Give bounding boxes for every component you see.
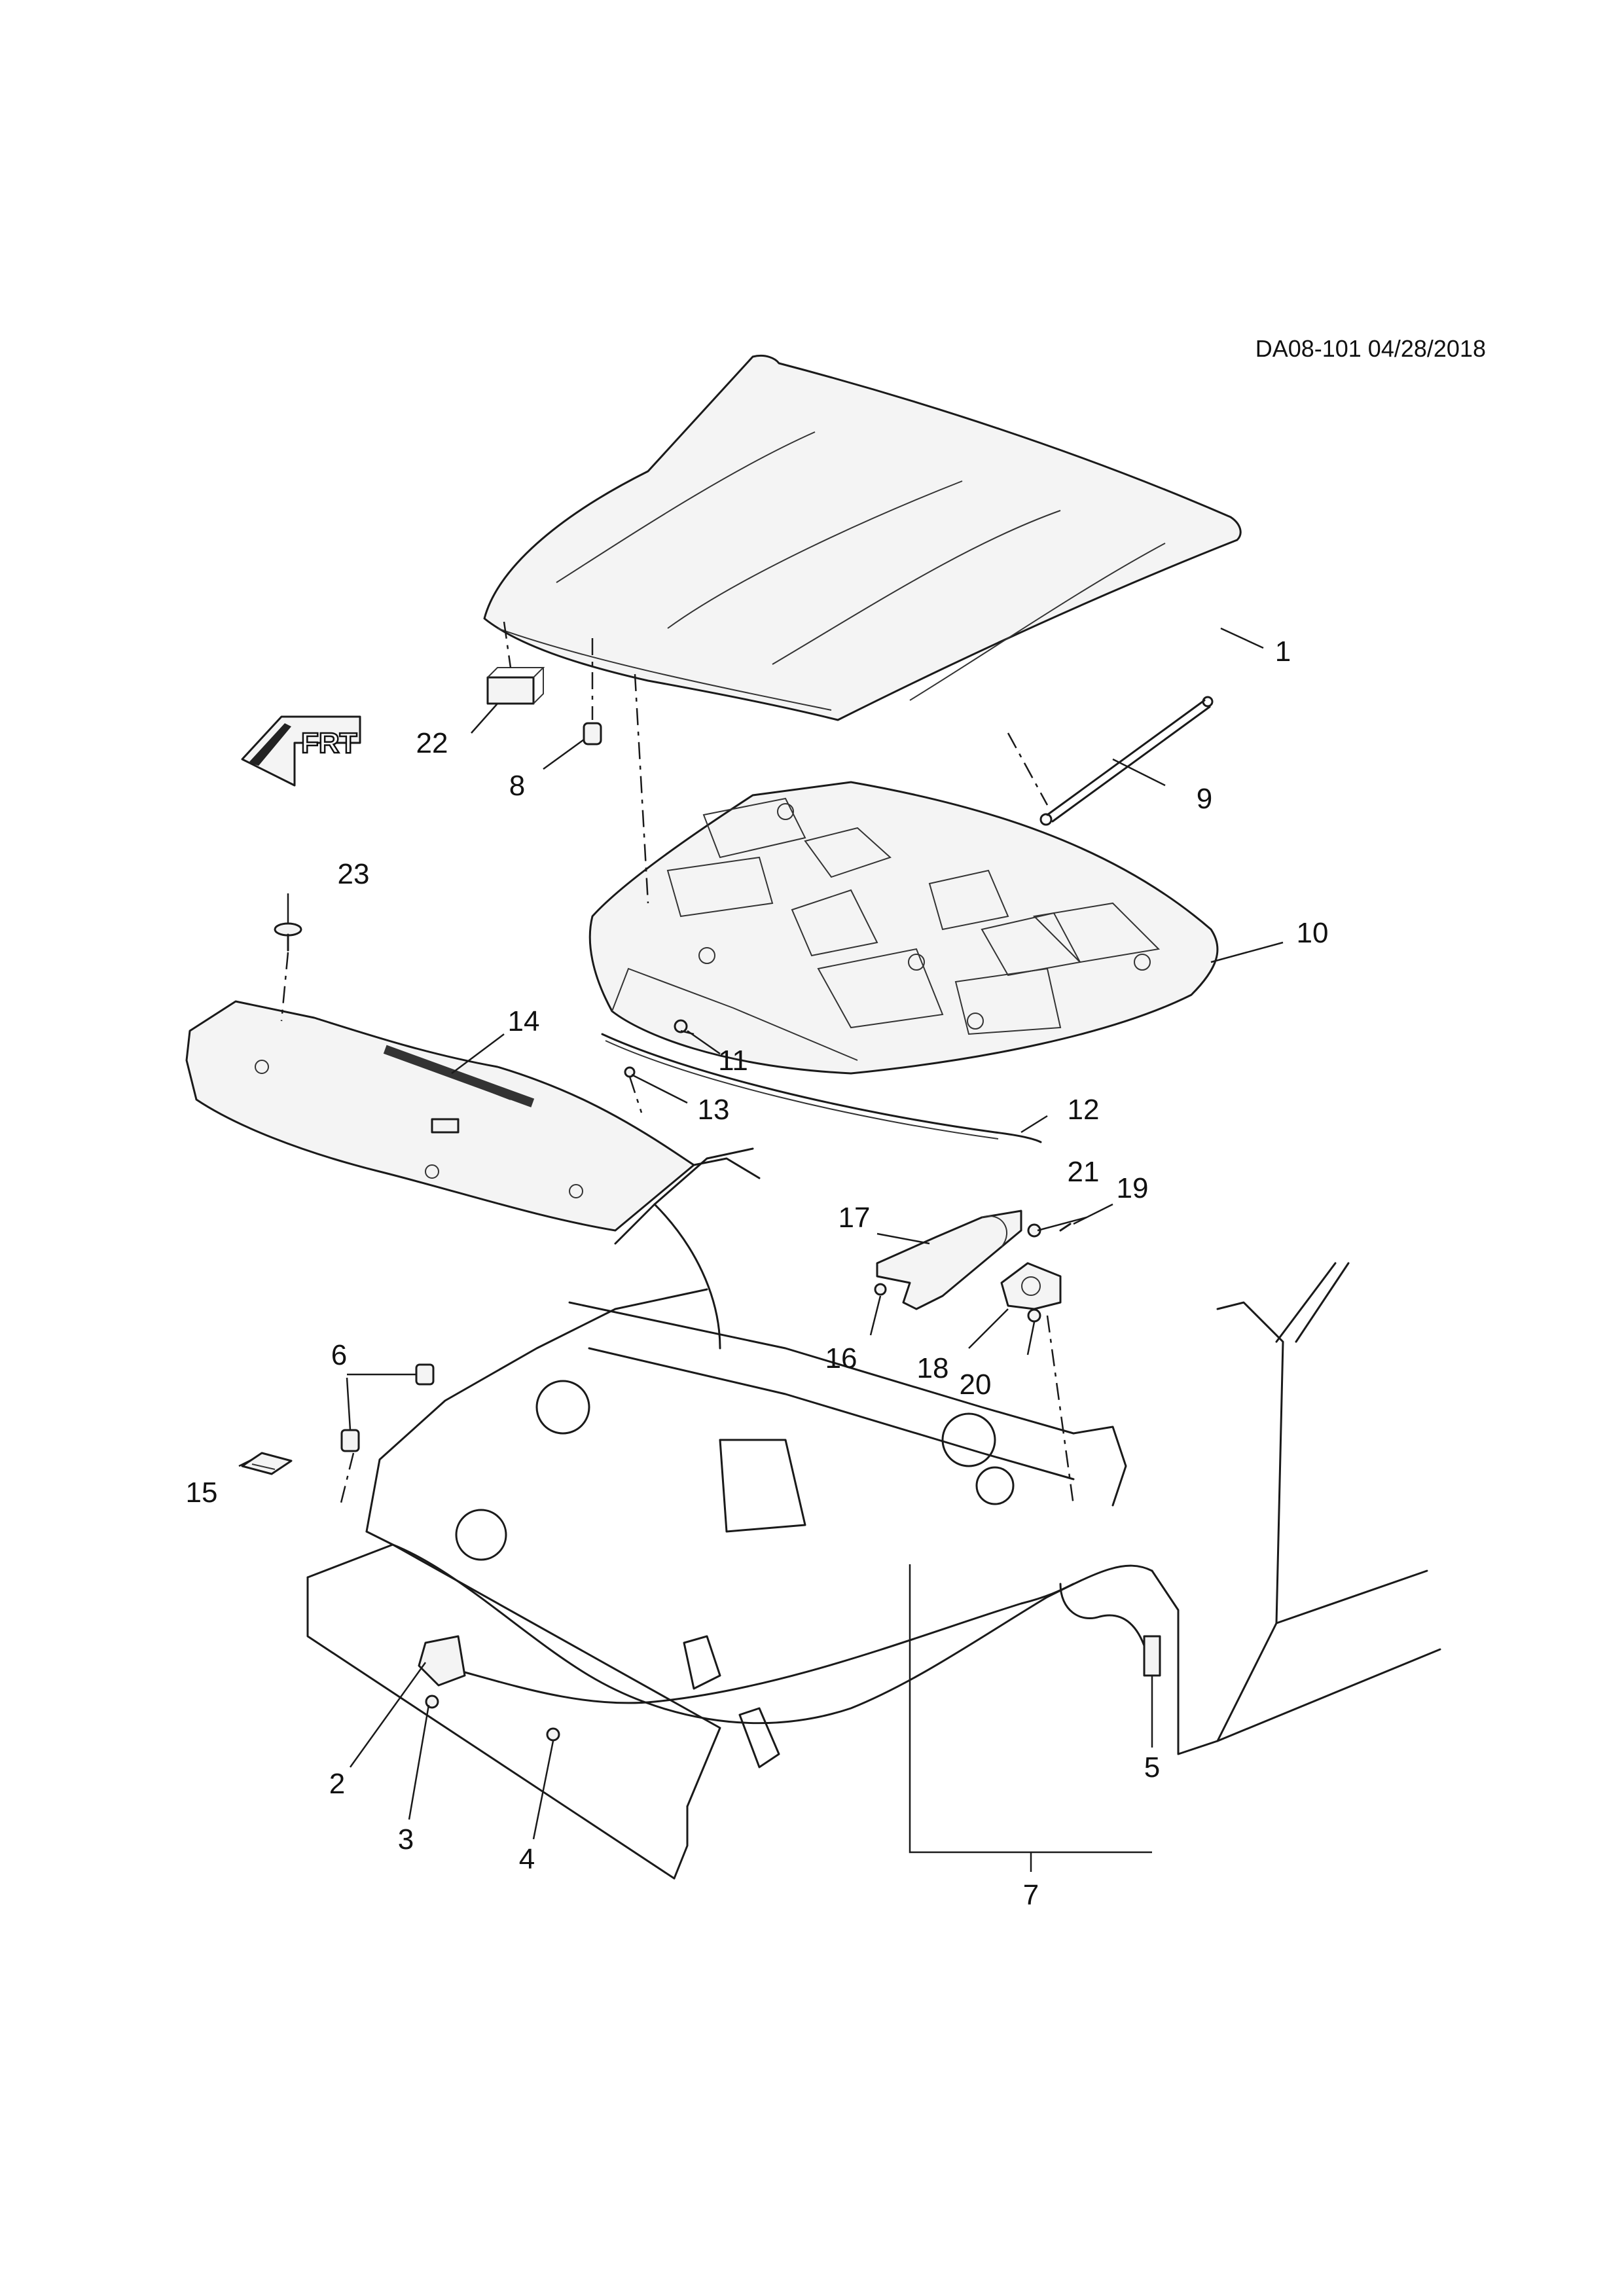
hood-panel [483,354,1242,721]
callout-21: 21 [1068,1156,1100,1188]
callout-13: 13 [698,1094,730,1126]
callout-20: 20 [960,1369,992,1401]
hood-strut [1039,696,1214,826]
callout-9: 9 [1197,783,1212,815]
hood-bumper [583,722,602,745]
callout-7: 7 [1023,1879,1039,1911]
front-direction-arrow: FRT [241,715,361,787]
hood-bumper-pad [486,667,545,705]
callout-17: 17 [839,1202,871,1234]
hood-caution-label [241,1452,293,1475]
callout-8: 8 [509,770,525,802]
hood-front-seal [601,1033,1042,1143]
callout-6: 6 [331,1339,347,1371]
callout-12: 12 [1068,1094,1100,1126]
callout-leaders [238,627,1284,1872]
hood-hinge-assembly [874,1210,1072,1323]
hood-inner-panel [588,781,1219,1075]
callout-15: 15 [186,1477,218,1509]
callout-19: 19 [1117,1172,1149,1204]
callout-4: 4 [519,1843,535,1875]
callout-2: 2 [329,1768,345,1800]
callout-14: 14 [508,1005,540,1037]
callout-16: 16 [825,1342,857,1374]
alignment-lines [280,621,1075,1506]
reference-code: DA08-101 04/28/2018 [1255,335,1486,362]
callout-22: 22 [416,727,448,759]
callout-23: 23 [338,858,370,890]
callout-5: 5 [1144,1751,1160,1784]
insulator-retainer [674,1019,688,1033]
push-pin-retainer [274,922,302,952]
callout-1: 1 [1275,636,1291,668]
radiator-air-baffle [185,1000,695,1232]
front-direction-label: FRT [301,727,357,759]
callout-3: 3 [398,1823,414,1856]
hood-latch-and-cable [418,1583,1161,1742]
callout-18: 18 [917,1352,949,1384]
callout-labels: 1 2 3 4 5 6 7 8 9 10 11 12 13 14 15 16 1… [186,636,1329,1911]
callout-10: 10 [1297,917,1329,949]
vehicle-front-structure [306,1147,1441,1880]
callout-11: 11 [718,1045,748,1077]
hood-open-bumpers [340,1363,435,1452]
